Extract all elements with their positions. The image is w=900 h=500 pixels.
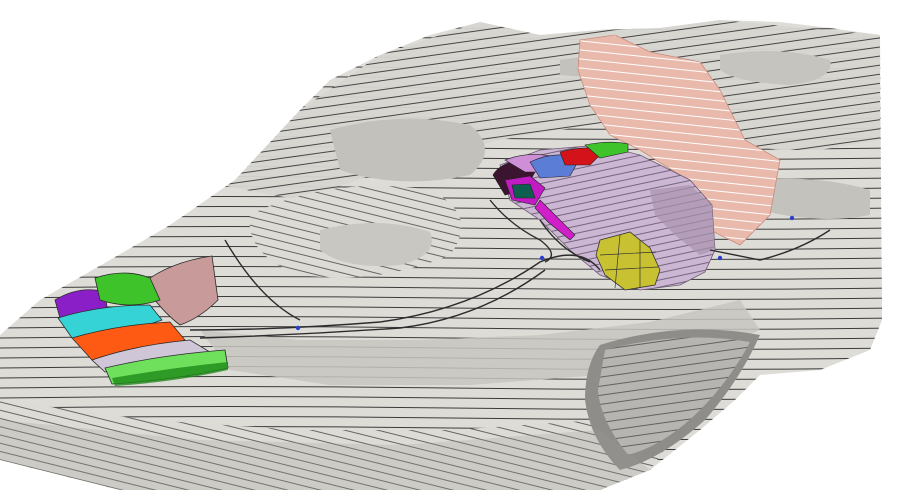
colored-stockpile <box>54 255 229 386</box>
pit-blocks <box>492 141 661 291</box>
blue-markers <box>295 215 795 331</box>
pit-wall-pink <box>577 34 781 246</box>
haul-roads <box>189 199 831 339</box>
